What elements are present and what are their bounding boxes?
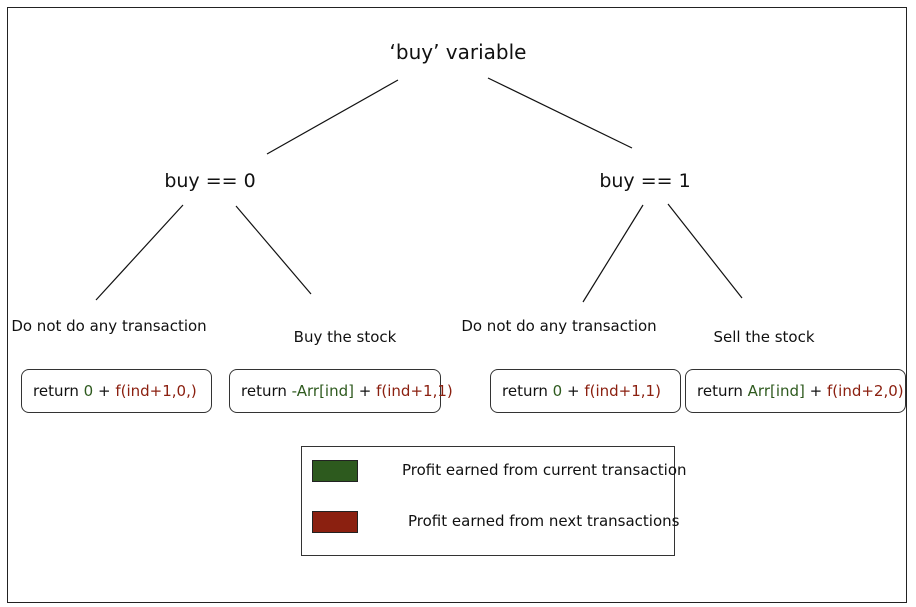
code-box-buy1-no-transaction: return 0 + f(ind+1,1) xyxy=(490,369,681,413)
edge-root-to-buy0 xyxy=(266,79,399,155)
code-box-buy1-sell-stock: return Arr[ind] + f(ind+2,0) xyxy=(685,369,906,413)
code-current-profit: -Arr[ind] xyxy=(291,382,354,400)
code-next-profit: f(ind+1,1) xyxy=(584,382,661,400)
edge-buy1-to-nothing xyxy=(582,204,644,303)
legend-label-next: Profit earned from next transactions xyxy=(408,512,680,530)
legend-swatch-next xyxy=(312,511,358,533)
action-buy1-no-transaction: Do not do any transaction xyxy=(461,317,657,335)
edge-buy1-to-sell xyxy=(667,203,743,299)
edge-root-to-buy1 xyxy=(487,77,633,149)
code-operator: + xyxy=(97,382,111,400)
code-next-profit: f(ind+2,0) xyxy=(827,382,904,400)
code-next-profit: f(ind+1,1) xyxy=(376,382,453,400)
code-next-profit: f(ind+1,0,) xyxy=(115,382,197,400)
code-current-profit: 0 xyxy=(83,382,94,400)
code-box-buy0-no-transaction: return 0 + f(ind+1,0,) xyxy=(21,369,212,413)
action-buy0-no-transaction: Do not do any transaction xyxy=(11,317,207,335)
legend-swatch-current xyxy=(312,460,358,482)
code-box-buy0-buy-stock: return -Arr[ind] + f(ind+1,1) xyxy=(229,369,453,413)
diagram-frame xyxy=(7,7,907,603)
code-keyword: return xyxy=(502,382,548,400)
code-keyword: return xyxy=(697,382,743,400)
code-keyword: return xyxy=(33,382,79,400)
legend-label-current: Profit earned from current transaction xyxy=(402,461,687,479)
code-current-profit: Arr[ind] xyxy=(747,382,805,400)
code-operator: + xyxy=(566,382,580,400)
code-operator: + xyxy=(809,382,823,400)
code-operator: + xyxy=(358,382,372,400)
edge-buy0-to-buy xyxy=(235,205,312,295)
action-buy1-sell-stock: Sell the stock xyxy=(713,328,815,346)
edge-buy0-to-nothing xyxy=(95,204,184,301)
root-node-title: ‘buy’ variable xyxy=(389,40,527,64)
node-buy-0: buy == 0 xyxy=(164,170,256,192)
legend: Profit earned from current transaction P… xyxy=(301,446,687,556)
node-buy-1: buy == 1 xyxy=(599,170,691,192)
code-current-profit: 0 xyxy=(552,382,563,400)
action-buy0-buy-stock: Buy the stock xyxy=(293,328,397,346)
code-keyword: return xyxy=(241,382,287,400)
